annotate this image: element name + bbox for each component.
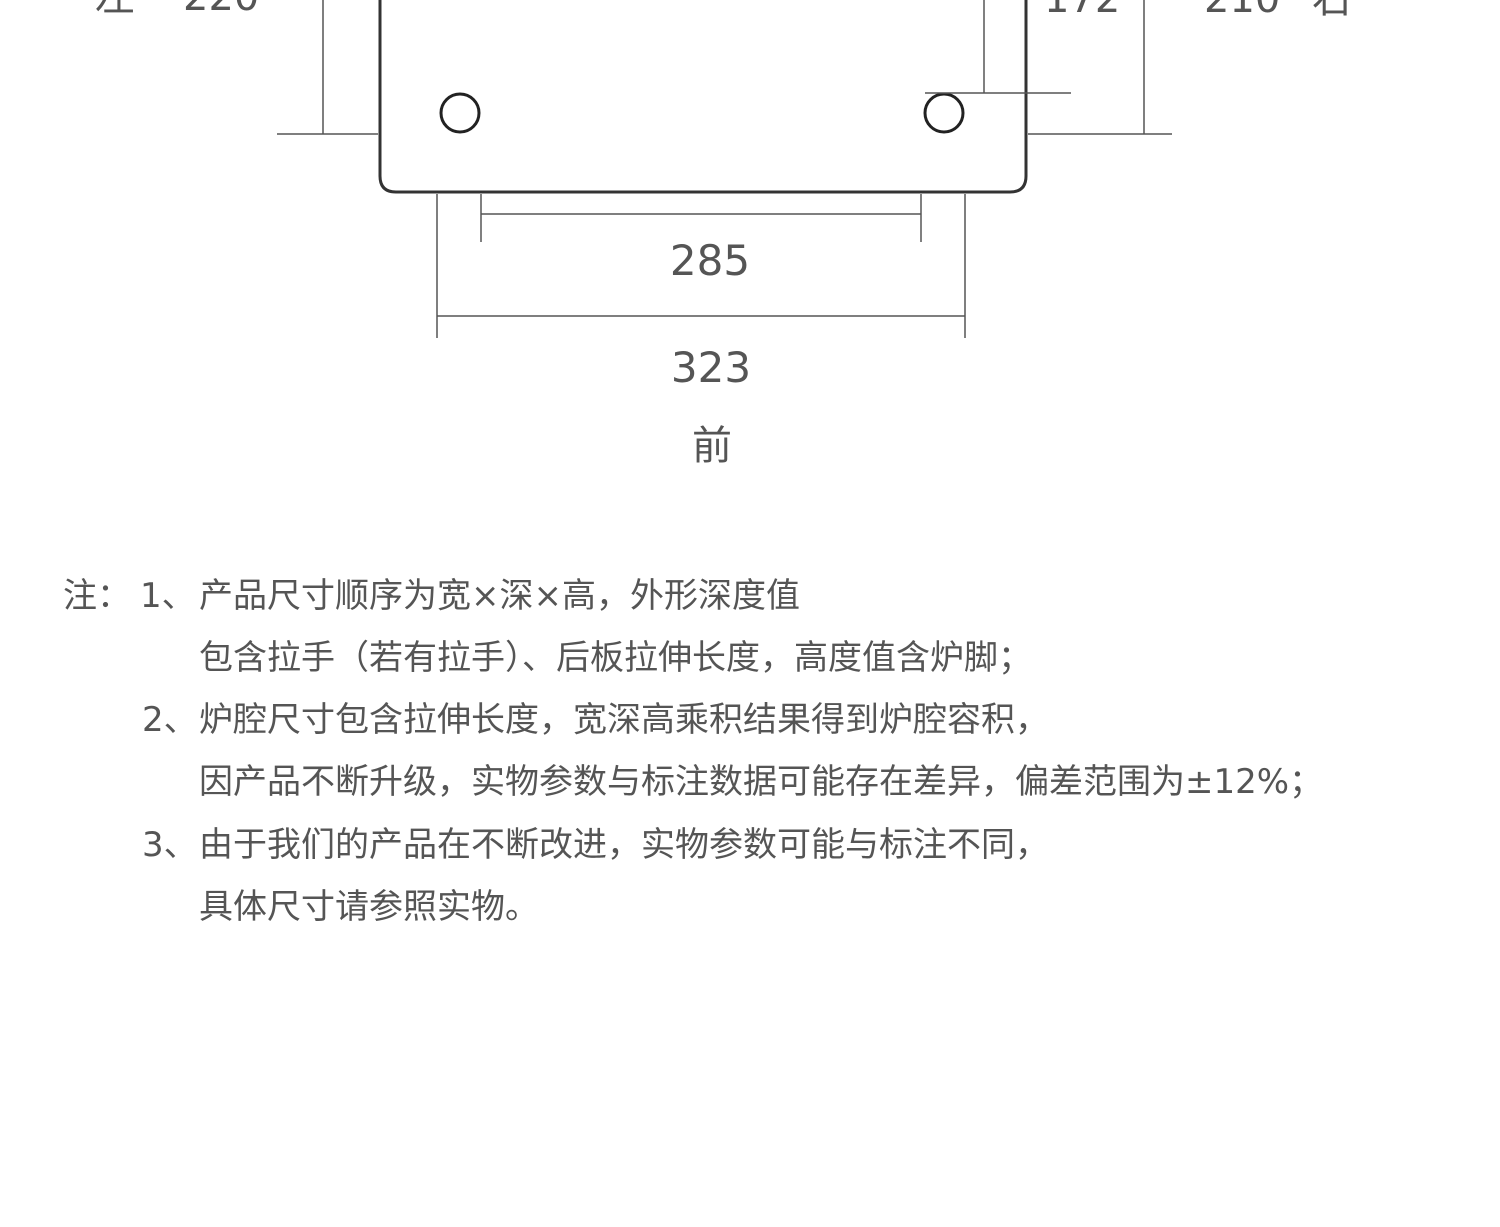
right-label: 右 (1312, 0, 1352, 22)
note-1-line-2: 包含拉手（若有拉手）、后板拉伸长度，高度值含炉脚； (199, 638, 1032, 678)
right-inner-height-value: 172 (1044, 0, 1120, 22)
front-label: 前 (692, 423, 732, 469)
left-foot-circle (439, 92, 481, 134)
inner-width-value: 285 (670, 236, 750, 285)
note-3-number: 3、 (142, 825, 198, 865)
note-1-line-1: 产品尺寸顺序为宽×深×高，外形深度值 (199, 576, 800, 616)
note-1-number: 1、 (140, 576, 196, 616)
note-2-line-1: 炉腔尺寸包含拉伸长度，宽深高乘积结果得到炉腔容积， (199, 700, 1049, 740)
note-2-line-2: 因产品不断升级，实物参数与标注数据可能存在差异，偏差范围为±12%； (199, 762, 1324, 802)
right-height-value: 210 (1204, 0, 1280, 22)
appliance-outline (378, 0, 1028, 194)
note-3-line-1: 由于我们的产品在不断改进，实物参数可能与标注不同， (199, 825, 1049, 865)
left-height-value: 220 (183, 0, 259, 20)
notes-prefix: 注： (63, 576, 131, 616)
dimension-diagram: 左 220 172 210 右 285 323 前 (95, 0, 1352, 469)
left-label: 左 (95, 0, 135, 20)
right-foot-circle (923, 92, 965, 134)
note-2-number: 2、 (142, 700, 198, 740)
outer-width-value: 323 (671, 343, 751, 392)
note-3-line-2: 具体尺寸请参照实物。 (199, 887, 539, 927)
